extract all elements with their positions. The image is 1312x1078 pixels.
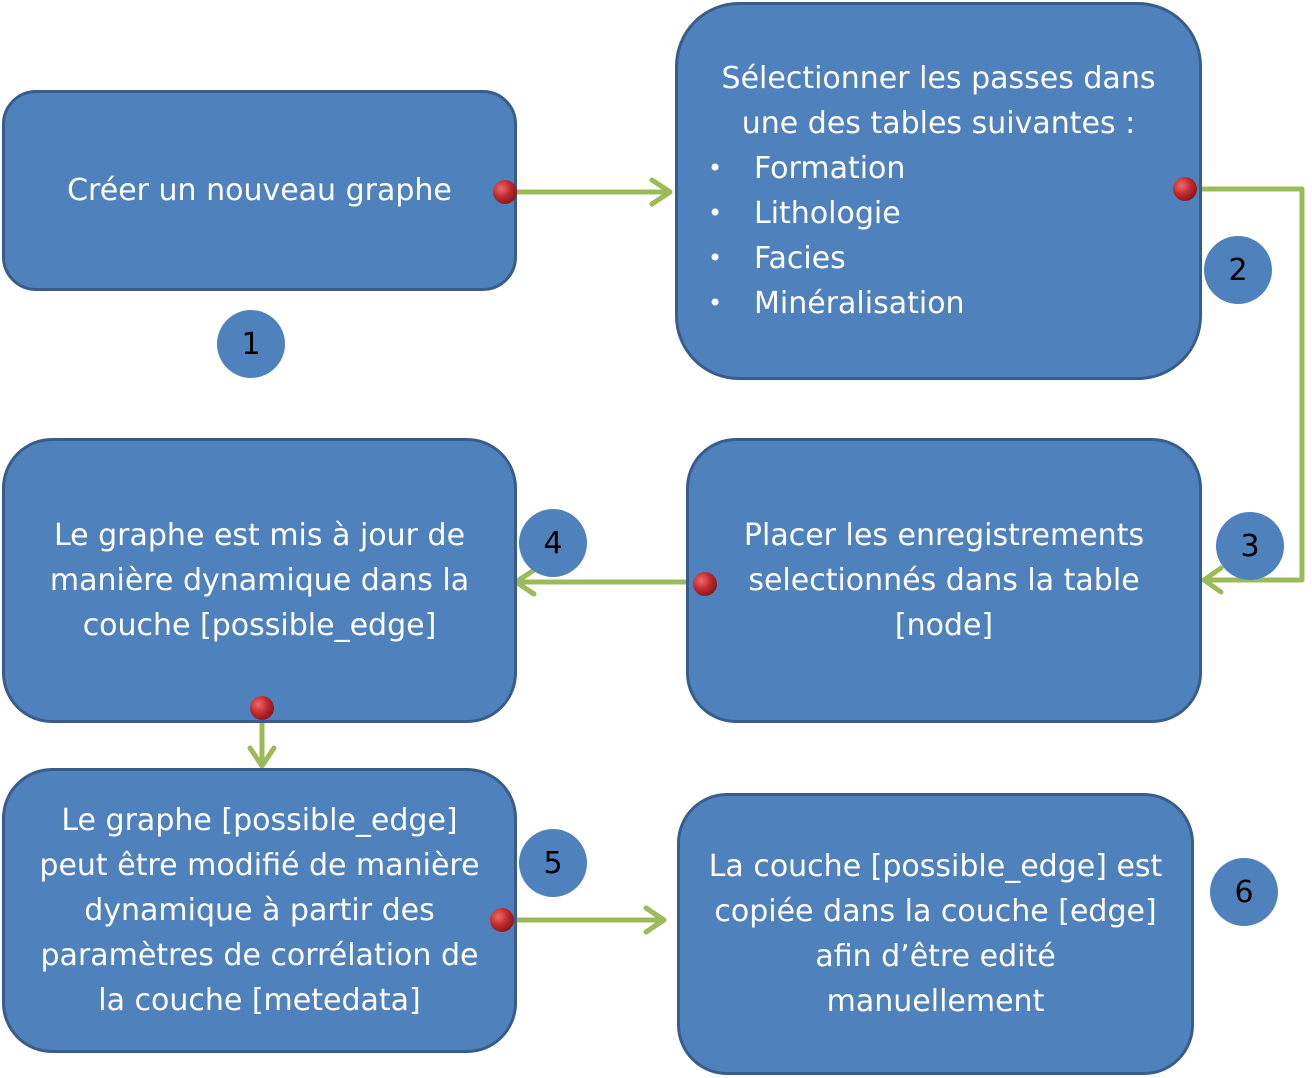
connector-dot	[693, 572, 717, 596]
table-list-item: •Lithologie	[708, 191, 965, 236]
table-list: •Formation •Lithologie •Facies •Minérali…	[678, 146, 965, 326]
step-4-text: Le graphe est mis à jour de manière dyna…	[49, 518, 470, 643]
connector-dot	[250, 696, 274, 720]
arrow-1-to-2	[502, 177, 673, 207]
step-6-box: La couche [possible_edge] est copiée dan…	[677, 793, 1194, 1075]
connector-dot	[1173, 177, 1197, 201]
step-1-badge: 1	[217, 310, 285, 378]
step-4-box: Le graphe est mis à jour de manière dyna…	[2, 438, 517, 723]
step-3-text: Placer les enregistrements selectionnés …	[743, 518, 1145, 643]
step-5-box: Le graphe [possible_edge] peut être modi…	[2, 768, 517, 1053]
arrow-2-to-3	[1182, 186, 1305, 595]
step-3-box: Placer les enregistrements selectionnés …	[686, 438, 1202, 723]
step-6-text: La couche [possible_edge] est copiée dan…	[708, 849, 1163, 1019]
step-2-badge: 2	[1204, 236, 1272, 304]
step-2-text: Sélectionner les passes dans une des tab…	[721, 61, 1156, 141]
bullet-icon: •	[708, 289, 723, 317]
step-2-box: Sélectionner les passes dans une des tab…	[675, 2, 1202, 380]
step-4-badge: 4	[519, 509, 587, 577]
bullet-icon: •	[708, 154, 723, 182]
table-list-item: •Facies	[708, 236, 965, 281]
arrow-5-to-6	[499, 905, 667, 935]
step-1-text: Créer un nouveau graphe	[67, 173, 452, 208]
bullet-icon: •	[708, 199, 723, 227]
step-5-text: Le graphe [possible_edge] peut être modi…	[39, 803, 480, 1018]
step-5-badge: 5	[519, 829, 587, 897]
step-3-badge: 3	[1216, 512, 1284, 580]
table-list-item: •Formation	[708, 146, 965, 191]
connector-dot	[493, 180, 517, 204]
step-6-badge: 6	[1210, 858, 1278, 926]
table-list-item: •Minéralisation	[708, 281, 965, 326]
bullet-icon: •	[708, 244, 723, 272]
connector-dot	[490, 908, 514, 932]
